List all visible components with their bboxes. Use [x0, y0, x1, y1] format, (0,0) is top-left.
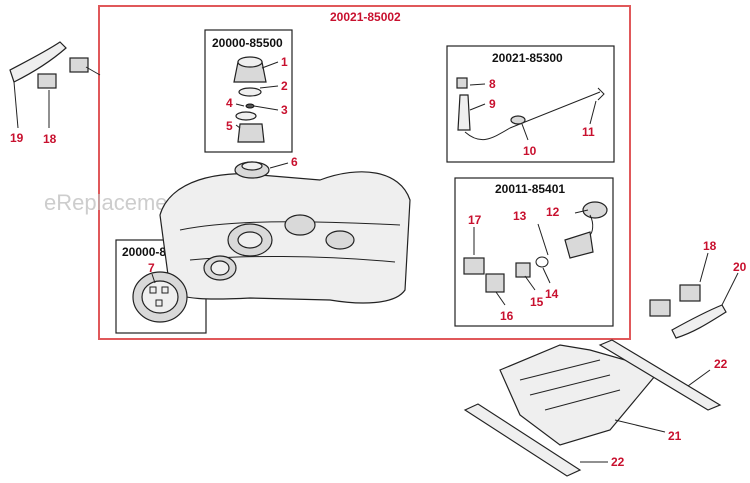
grommet-6 — [234, 161, 270, 179]
fuel-line-assembly — [456, 77, 605, 141]
part-label-4: 4 — [226, 96, 233, 110]
right-bracket — [649, 284, 727, 339]
part-label-6: 6 — [291, 155, 298, 169]
part-label-13: 13 — [513, 209, 527, 223]
part-label-16: 16 — [500, 309, 514, 323]
part-label-1: 1 — [281, 55, 288, 69]
main-assembly-box — [98, 5, 631, 340]
part-number-labels: 1 2 3 4 5 6 7 8 9 10 11 12 13 14 15 16 1… — [10, 55, 747, 469]
part-label-17: 17 — [468, 213, 482, 227]
group-code-20021-85300: 20021-85300 — [492, 51, 563, 65]
group-code-20000-85500: 20000-85500 — [212, 36, 283, 50]
part-label-11: 11 — [582, 125, 595, 139]
straps — [463, 339, 722, 477]
part-label-10: 10 — [523, 144, 537, 158]
part-label-7: 7 — [148, 261, 155, 275]
group-code-20011-85401: 20011-85401 — [495, 182, 565, 196]
part-label-5: 5 — [226, 119, 233, 133]
part-label-8: 8 — [489, 77, 496, 91]
part-label-14: 14 — [545, 287, 559, 301]
skid-plate — [499, 344, 662, 446]
part-label-19: 19 — [10, 131, 24, 145]
fuel-filter-assembly — [463, 201, 608, 293]
part-label-12: 12 — [546, 205, 560, 219]
filter-stack — [233, 56, 267, 143]
part-label-18-right: 18 — [703, 239, 717, 253]
leader-lines — [13, 61, 739, 463]
part-label-22-bottom: 22 — [611, 455, 625, 469]
part-label-20: 20 — [733, 260, 747, 274]
part-label-18-left: 18 — [43, 132, 57, 146]
part-label-21: 21 — [668, 429, 682, 443]
part-label-22-right: 22 — [714, 357, 728, 371]
fuel-tank — [159, 171, 411, 304]
left-bracket — [9, 41, 89, 89]
fuel-cap-7 — [132, 271, 188, 323]
part-label-15: 15 — [530, 295, 544, 309]
main-assembly-code: 20021-85002 — [330, 10, 401, 24]
part-label-9: 9 — [489, 97, 496, 111]
part-label-3: 3 — [281, 103, 288, 117]
part-label-2: 2 — [281, 79, 288, 93]
group-box-20021-85300 — [446, 45, 615, 163]
